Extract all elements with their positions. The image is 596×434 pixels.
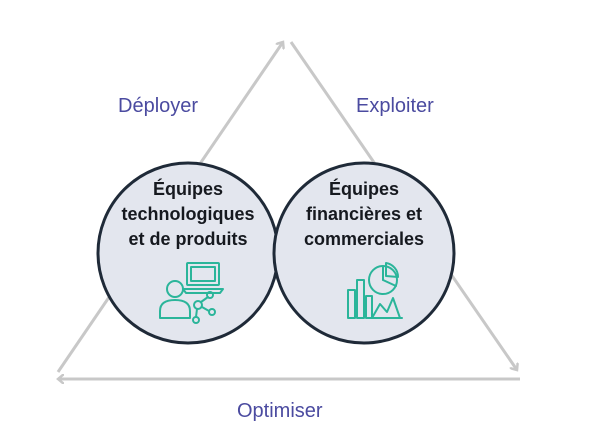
tech-teams-title-line2: technologiques bbox=[121, 204, 255, 224]
charts-analytics-icon bbox=[347, 262, 403, 319]
finance-teams-title-line3: commerciales bbox=[303, 229, 425, 249]
deploy-label: Déployer bbox=[118, 95, 199, 117]
tech-teams-title-line3: et de produits bbox=[128, 229, 248, 249]
tech-teams-title: Équipes technologiques et de produits bbox=[98, 177, 278, 252]
finance-teams-title: Équipes financières et commerciales bbox=[284, 177, 444, 252]
developer-laptop-network-icon bbox=[159, 262, 224, 324]
operate-label: Exploiter bbox=[356, 95, 434, 117]
finance-teams-title-line1: Équipes bbox=[328, 179, 399, 199]
optimize-label: Optimiser bbox=[237, 400, 323, 422]
tech-teams-title-line1: Équipes bbox=[152, 179, 223, 199]
finance-teams-circle bbox=[272, 161, 456, 345]
finance-teams-title-line2: financières et bbox=[305, 204, 423, 224]
